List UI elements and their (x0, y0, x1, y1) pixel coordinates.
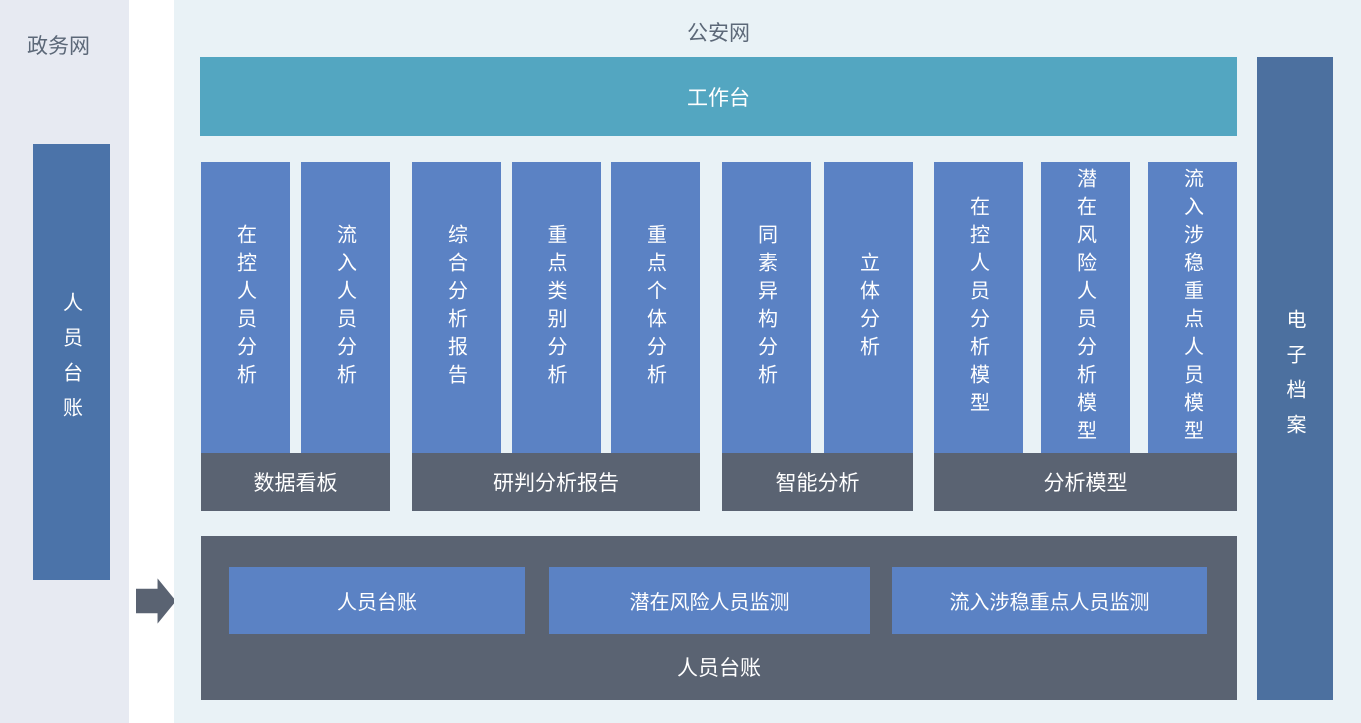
module-label: 综合分析报告 (444, 223, 469, 392)
module-bar: 潜在风险人员分析模型 (1041, 162, 1130, 453)
personnel-ledger-panel: 人员台账 潜在风险人员监测 流入涉稳重点人员监测 人员台账 (201, 536, 1237, 700)
inflow-key-personnel-monitoring-button: 流入涉稳重点人员监测 (892, 567, 1207, 634)
module-bar: 在控人员分析 (201, 162, 290, 453)
group-intelligent-analysis: 同素异构分析 立体分析 智能分析 (722, 162, 913, 511)
group-analysis-model: 在控人员分析模型 潜在风险人员分析模型 流入涉稳重点人员模型 分析模型 (934, 162, 1237, 511)
module-bar: 同素异构分析 (722, 162, 811, 453)
module-label: 流入人员分析 (333, 223, 358, 392)
module-bar: 立体分析 (824, 162, 913, 453)
right-arrow-icon (136, 578, 176, 624)
potential-risk-monitoring-button: 潜在风险人员监测 (549, 567, 870, 634)
workbench-bar: 工作台 (200, 57, 1237, 136)
personnel-ledger-source-bar: 人员台账 (33, 144, 110, 580)
public-security-network-title: 公安网 (687, 21, 750, 45)
electronic-archive-bar: 电子档案 (1257, 57, 1333, 700)
group-label: 分析模型 (934, 453, 1237, 511)
module-bar: 在控人员分析模型 (934, 162, 1023, 453)
group-data-dashboard: 在控人员分析 流入人员分析 数据看板 (201, 162, 390, 511)
module-bar: 流入人员分析 (301, 162, 390, 453)
module-label: 在控人员分析模型 (966, 195, 991, 420)
government-network-title: 政务网 (27, 34, 90, 58)
workbench-label: 工作台 (687, 85, 750, 110)
electronic-archive-label: 电子档案 (1283, 308, 1307, 449)
module-label: 同素异构分析 (754, 223, 779, 392)
group-data-dashboard-bars: 在控人员分析 流入人员分析 (201, 162, 390, 453)
module-label: 立体分析 (856, 251, 881, 364)
personnel-ledger-button: 人员台账 (229, 567, 525, 634)
group-intelligent-analysis-bars: 同素异构分析 立体分析 (722, 162, 913, 453)
group-label: 数据看板 (201, 453, 390, 511)
module-label: 潜在风险人员分析模型 (1073, 167, 1098, 448)
group-label: 智能分析 (722, 453, 913, 511)
group-analysis-report: 综合分析报告 重点类别分析 重点个体分析 研判分析报告 (412, 162, 700, 511)
group-analysis-model-bars: 在控人员分析模型 潜在风险人员分析模型 流入涉稳重点人员模型 (934, 162, 1237, 453)
module-bar: 重点个体分析 (611, 162, 700, 453)
personnel-ledger-source-label: 人员台账 (59, 292, 84, 432)
module-bar: 重点类别分析 (511, 162, 601, 453)
module-bar: 综合分析报告 (412, 162, 501, 453)
personnel-ledger-panel-label: 人员台账 (677, 656, 761, 680)
module-label: 重点类别分析 (544, 223, 568, 392)
public-security-network-zone: 公安网 工作台 在控人员分析 流入人员分析 数据看板 综合分析报告 (174, 0, 1361, 723)
module-label: 在控人员分析 (233, 223, 258, 392)
module-label: 流入涉稳重点人员模型 (1180, 167, 1205, 448)
module-label: 重点个体分析 (643, 223, 668, 392)
group-analysis-report-bars: 综合分析报告 重点类别分析 重点个体分析 (412, 162, 700, 453)
government-network-zone: 政务网 人员台账 (0, 0, 129, 723)
group-label: 研判分析报告 (412, 453, 700, 511)
module-bar: 流入涉稳重点人员模型 (1148, 162, 1237, 453)
